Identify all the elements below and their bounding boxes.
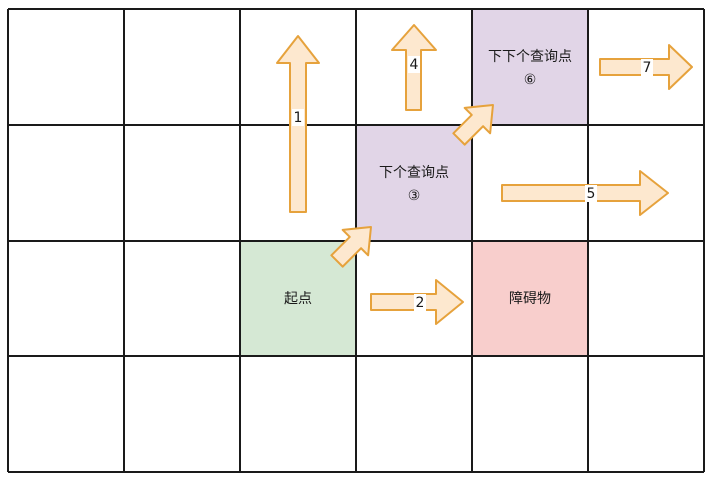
next-query-marker: ③ [408, 188, 421, 204]
arrow-1-label: 1 [294, 110, 303, 126]
arrow-2-label: 2 [416, 295, 425, 311]
arrow-5-label: 5 [587, 186, 596, 202]
obstacle-label: 障碍物 [509, 291, 551, 307]
arrow-4-label: 4 [410, 57, 419, 73]
arrow-diagonal-query [452, 104, 494, 146]
arrow-diagonal-start [330, 226, 372, 268]
arrow-diagonal-up-right-icon [452, 104, 494, 146]
next-next-query-label: 下下个查询点 [488, 49, 572, 65]
start-label: 起点 [284, 291, 312, 307]
arrow-7-label: 7 [643, 60, 652, 76]
obstacle-cell [472, 241, 588, 356]
arrow-diagonal-up-right-icon [330, 226, 372, 268]
next-query-cell [356, 125, 472, 241]
next-query-label: 下个查询点 [379, 165, 449, 181]
next-next-query-marker: ⑥ [524, 72, 537, 88]
